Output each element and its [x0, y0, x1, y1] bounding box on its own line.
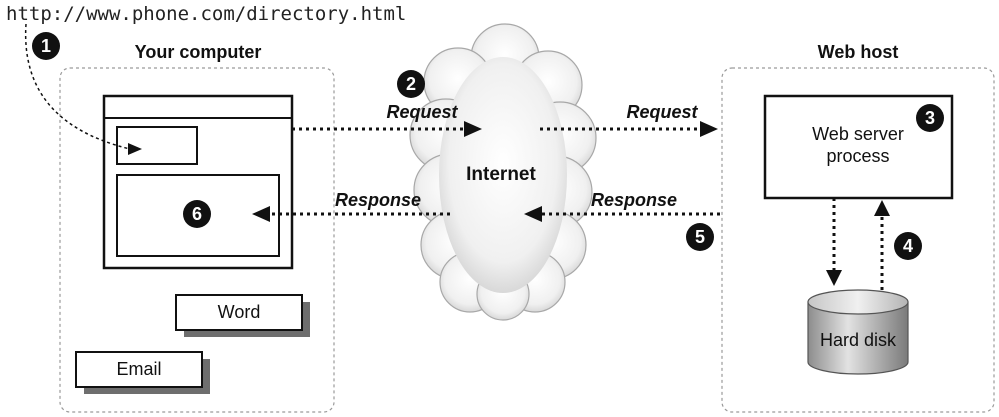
request-arrow-to-host: [540, 121, 718, 137]
disk-to-server-arrow: [874, 200, 890, 290]
response-label-right: Response: [591, 190, 677, 210]
word-app-window: [175, 294, 303, 331]
internet-cloud: [409, 23, 597, 321]
step-badge-5: 5: [686, 223, 714, 251]
web-host-boundary: [721, 67, 995, 413]
svg-text:6: 6: [192, 204, 202, 224]
email-app-window: [75, 351, 203, 388]
email-app-label: Email: [116, 359, 161, 379]
svg-text:4: 4: [903, 236, 913, 256]
server-to-disk-arrow: [826, 198, 842, 286]
word-app-label: Word: [218, 302, 261, 322]
request-arrow-to-internet: [292, 121, 482, 137]
svg-text:2: 2: [406, 74, 416, 94]
step-badge-4: 4: [894, 232, 922, 260]
svg-text:3: 3: [925, 108, 935, 128]
web-server-label-line1: Web server: [812, 124, 904, 144]
your-computer-boundary: [59, 67, 335, 413]
svg-text:5: 5: [695, 227, 705, 247]
step-badge-3: 3: [916, 104, 944, 132]
web-host-title: Web host: [818, 42, 899, 62]
request-label-right: Request: [626, 102, 698, 122]
hard-disk-icon: [807, 289, 909, 375]
url-text: http://www.phone.com/directory.html: [6, 3, 406, 25]
your-computer-title: Your computer: [135, 42, 262, 62]
response-arrow-from-host: [524, 206, 720, 222]
url-entry-arrow: [24, 23, 142, 155]
hard-disk-label: Hard disk: [820, 330, 897, 350]
svg-text:1: 1: [41, 36, 51, 56]
step-badge-6: 6: [183, 200, 211, 228]
request-label-left: Request: [386, 102, 458, 122]
response-label-left: Response: [335, 190, 421, 210]
step-badge-2: 2: [397, 70, 425, 98]
internet-label: Internet: [466, 164, 536, 185]
web-server-label-line2: process: [826, 146, 889, 166]
step-badge-1: 1: [32, 32, 60, 60]
response-arrow-to-browser: [252, 206, 450, 222]
